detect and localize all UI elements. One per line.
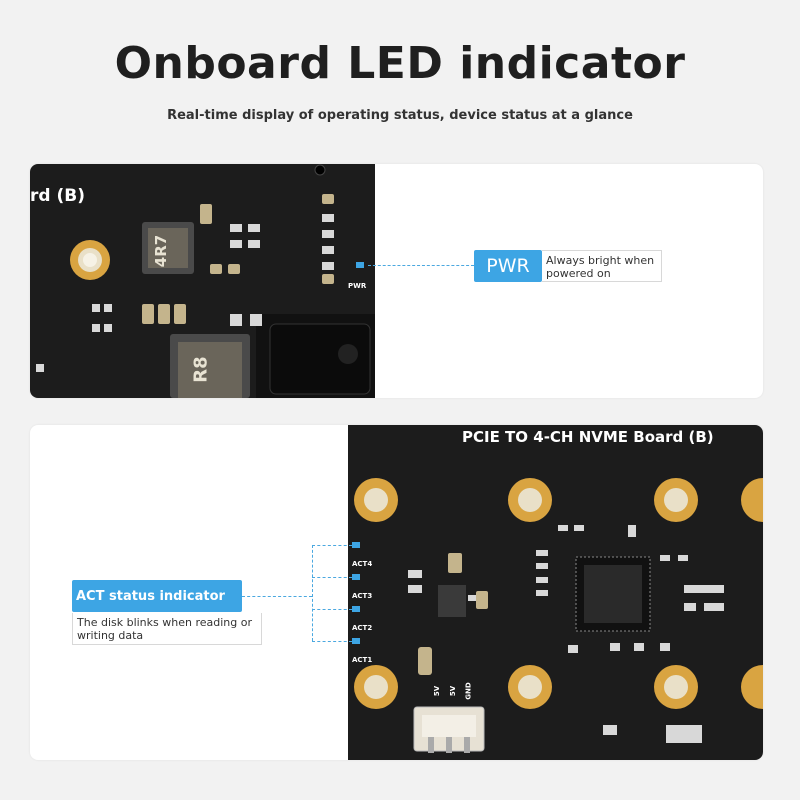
power-silk-label: GND bbox=[464, 682, 473, 700]
act-description: The disk blinks when reading or writing … bbox=[72, 613, 262, 645]
act-silk-label: ACT2 bbox=[352, 624, 373, 632]
pwr-callout-line bbox=[368, 265, 474, 266]
inductor-marking: R8 bbox=[190, 356, 212, 383]
pwr-silk-label: PWR bbox=[348, 282, 367, 290]
pcb-photo-power bbox=[30, 164, 375, 398]
power-silk-label: 5V bbox=[433, 685, 442, 697]
act-callout-bracket bbox=[312, 545, 313, 641]
pcb-photo-nvme bbox=[348, 425, 763, 760]
act-callout-line bbox=[312, 609, 352, 610]
board-silk-label: PCIE TO 4-CH NVME Board (B) bbox=[462, 428, 714, 446]
inductor-marking: 4R7 bbox=[152, 234, 171, 268]
pwr-tag: PWR bbox=[474, 250, 542, 282]
act-silk-label: ACT1 bbox=[352, 656, 373, 664]
act-tag: ACT status indicator bbox=[72, 580, 242, 612]
page-title: Onboard LED indicator bbox=[114, 38, 686, 89]
page-subtitle: Real-time display of operating status, d… bbox=[167, 108, 633, 123]
act-callout-line bbox=[312, 641, 352, 642]
pwr-feature-card: rd (B) 4R7 R8 PWR PWR Always bright when… bbox=[30, 164, 763, 398]
power-silk-label: 5V bbox=[449, 685, 458, 697]
act-callout-line bbox=[242, 596, 312, 597]
act-silk-label: ACT4 bbox=[352, 560, 373, 568]
act-silk-label: ACT3 bbox=[352, 592, 373, 600]
pwr-description: Always bright when powered on bbox=[542, 250, 662, 282]
act-feature-card: PCIE TO 4-CH NVME Board (B) ACT4 ACT3 AC… bbox=[30, 425, 763, 760]
act-callout-line bbox=[312, 577, 352, 578]
board-silk-label: rd (B) bbox=[30, 186, 85, 206]
act-callout-line bbox=[312, 545, 352, 546]
